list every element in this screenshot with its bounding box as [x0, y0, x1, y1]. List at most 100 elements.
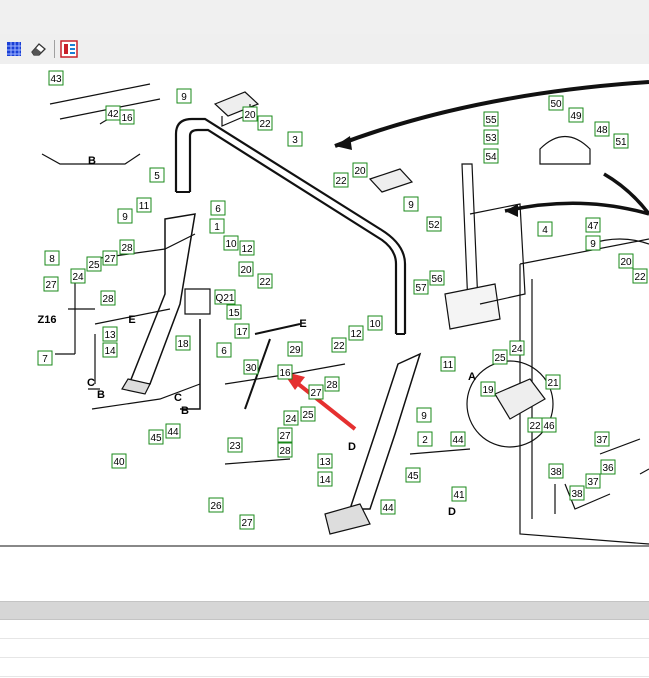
callout-22[interactable]: 22	[331, 337, 347, 353]
callout-label: 27	[104, 254, 116, 265]
callout-3[interactable]: 3	[287, 131, 303, 147]
callout-57[interactable]: 57	[413, 279, 429, 295]
callout-41[interactable]: 41	[451, 486, 467, 502]
table-row[interactable]	[0, 639, 649, 658]
callout-20[interactable]: 20	[618, 253, 634, 269]
table-row[interactable]	[0, 620, 649, 639]
callout-11[interactable]: 11	[440, 356, 456, 372]
callout-24[interactable]: 24	[283, 410, 299, 426]
callout-40[interactable]: 40	[111, 453, 127, 469]
callout-44[interactable]: 44	[165, 423, 181, 439]
callout-37[interactable]: 37	[585, 473, 601, 489]
callout-37[interactable]: 37	[594, 431, 610, 447]
callout-9[interactable]: 9	[403, 196, 419, 212]
callout-2[interactable]: 2	[417, 431, 433, 447]
callout-12[interactable]: 12	[348, 325, 364, 341]
callout-11[interactable]: 11	[136, 197, 152, 213]
table-row[interactable]	[0, 658, 649, 677]
callout-20[interactable]: 20	[352, 162, 368, 178]
callout-38[interactable]: 38	[548, 463, 564, 479]
callout-6[interactable]: 6	[210, 200, 226, 216]
callout-28[interactable]: 28	[119, 239, 135, 255]
callout-15[interactable]: 15	[226, 304, 242, 320]
callout-45[interactable]: 45	[148, 429, 164, 445]
callout-46[interactable]: 46	[541, 417, 557, 433]
callout-20[interactable]: 20	[238, 261, 254, 277]
callout-9[interactable]: 9	[416, 407, 432, 423]
callout-30[interactable]: 30	[243, 359, 259, 375]
callout-14[interactable]: 14	[317, 471, 333, 487]
callout-44[interactable]: 44	[450, 431, 466, 447]
callout-4[interactable]: 4	[537, 221, 553, 237]
callout-49[interactable]: 49	[568, 107, 584, 123]
callout-1[interactable]: 1	[209, 218, 225, 234]
callout-54[interactable]: 54	[483, 148, 499, 164]
callout-44[interactable]: 44	[380, 499, 396, 515]
letter-label-z16: Z16	[38, 314, 57, 326]
callout-10[interactable]: 10	[367, 315, 383, 331]
callout-17[interactable]: 17	[234, 323, 250, 339]
toolbar-separator	[54, 40, 55, 58]
callout-7[interactable]: 7	[37, 350, 53, 366]
callout-56[interactable]: 56	[429, 270, 445, 286]
callout-8[interactable]: 8	[44, 250, 60, 266]
callout-10[interactable]: 10	[223, 235, 239, 251]
callout-6[interactable]: 6	[216, 342, 232, 358]
callout-36[interactable]: 36	[600, 459, 616, 475]
callout-50[interactable]: 50	[548, 95, 564, 111]
callout-27[interactable]: 27	[43, 276, 59, 292]
callout-27[interactable]: 27	[239, 514, 255, 530]
callout-48[interactable]: 48	[594, 121, 610, 137]
callout-28[interactable]: 28	[277, 442, 293, 458]
letter-label-e: E	[128, 314, 135, 326]
callout-22[interactable]: 22	[257, 115, 273, 131]
callout-9[interactable]: 9	[176, 88, 192, 104]
callout-47[interactable]: 47	[585, 217, 601, 233]
callout-53[interactable]: 53	[483, 129, 499, 145]
callout-29[interactable]: 29	[287, 341, 303, 357]
callout-9[interactable]: 9	[117, 208, 133, 224]
callout-45[interactable]: 45	[405, 467, 421, 483]
callout-55[interactable]: 55	[483, 111, 499, 127]
callout-42[interactable]: 42	[105, 105, 121, 121]
callout-26[interactable]: 26	[208, 497, 224, 513]
eraser-icon[interactable]	[28, 39, 48, 59]
callout-22[interactable]: 22	[632, 268, 648, 284]
callout-18[interactable]: 18	[175, 335, 191, 351]
callout-27[interactable]: 27	[277, 427, 293, 443]
callout-13[interactable]: 13	[102, 326, 118, 342]
export-icon[interactable]	[59, 39, 79, 59]
callout-13[interactable]: 13	[317, 453, 333, 469]
callout-22[interactable]: 22	[257, 273, 273, 289]
callout-43[interactable]: 43	[48, 70, 64, 86]
callout-25[interactable]: 25	[492, 349, 508, 365]
callout-24[interactable]: 24	[509, 340, 525, 356]
callout-21[interactable]: 21	[545, 374, 561, 390]
callout-27[interactable]: 27	[102, 250, 118, 266]
callout-28[interactable]: 28	[100, 290, 116, 306]
callout-16[interactable]: 16	[277, 364, 293, 380]
callout-Q21[interactable]: Q21	[214, 289, 236, 305]
callout-23[interactable]: 23	[227, 437, 243, 453]
callout-52[interactable]: 52	[426, 216, 442, 232]
callout-12[interactable]: 12	[239, 240, 255, 256]
callout-51[interactable]: 51	[613, 133, 629, 149]
callout-20[interactable]: 20	[242, 106, 258, 122]
callout-27[interactable]: 27	[308, 384, 324, 400]
callout-16[interactable]: 16	[119, 109, 135, 125]
callout-5[interactable]: 5	[149, 167, 165, 183]
callout-9[interactable]: 9	[585, 235, 601, 251]
callout-38[interactable]: 38	[569, 485, 585, 501]
callout-19[interactable]: 19	[480, 381, 496, 397]
callout-25[interactable]: 25	[86, 256, 102, 272]
callout-label: 13	[104, 330, 116, 341]
callout-label: 25	[88, 260, 100, 271]
callout-28[interactable]: 28	[324, 376, 340, 392]
grid-view-icon[interactable]	[4, 39, 24, 59]
callout-24[interactable]: 24	[70, 268, 86, 284]
callout-22[interactable]: 22	[527, 417, 543, 433]
callout-25[interactable]: 25	[300, 406, 316, 422]
callout-22[interactable]: 22	[333, 172, 349, 188]
callout-14[interactable]: 14	[102, 342, 118, 358]
